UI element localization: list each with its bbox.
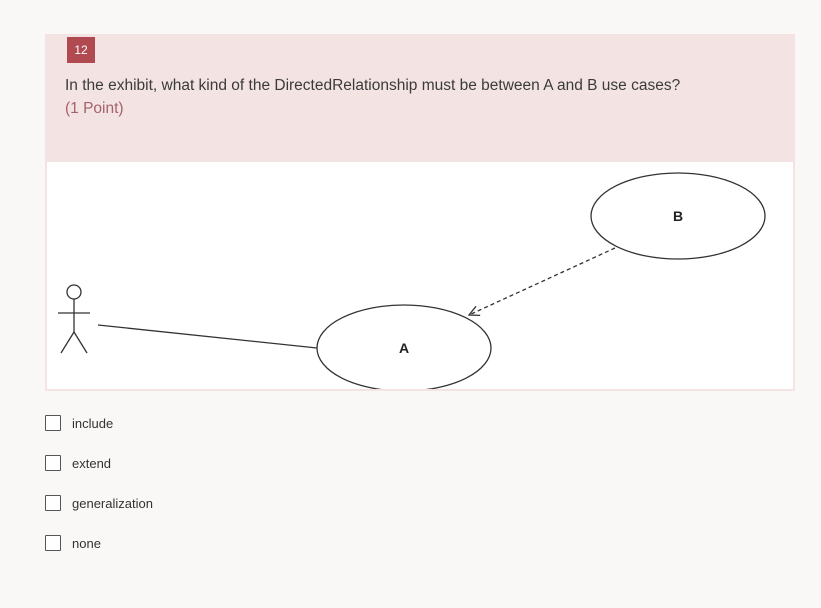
checkbox[interactable] <box>45 415 61 431</box>
use-case-b <box>590 172 766 260</box>
question-points: (1 Point) <box>65 100 124 117</box>
option-generalization[interactable]: generalization <box>45 492 153 514</box>
option-label: none <box>72 535 101 551</box>
checkbox[interactable] <box>45 495 61 511</box>
checkbox[interactable] <box>45 535 61 551</box>
use-case-b-label: B <box>673 208 683 224</box>
option-label: include <box>72 415 114 431</box>
option-none[interactable]: none <box>45 532 101 554</box>
checkbox[interactable] <box>45 455 61 471</box>
association-line <box>97 324 318 349</box>
question-number-badge: 12 <box>67 37 95 63</box>
use-case-a <box>316 304 492 389</box>
question-text: In the exhibit, what kind of the Directe… <box>65 77 681 94</box>
option-label: extend <box>72 455 112 471</box>
actor-figure <box>58 284 90 354</box>
question-card: 12 In the exhibit, what kind of the Dire… <box>45 34 795 162</box>
use-case-diagram: A B <box>58 172 766 389</box>
directed-relationship-arrow <box>469 247 616 315</box>
exhibit-image: A B <box>45 162 795 391</box>
option-include[interactable]: include <box>45 412 113 434</box>
use-case-a-label: A <box>399 340 409 356</box>
option-label: generalization <box>72 495 153 511</box>
option-extend[interactable]: extend <box>45 452 111 474</box>
